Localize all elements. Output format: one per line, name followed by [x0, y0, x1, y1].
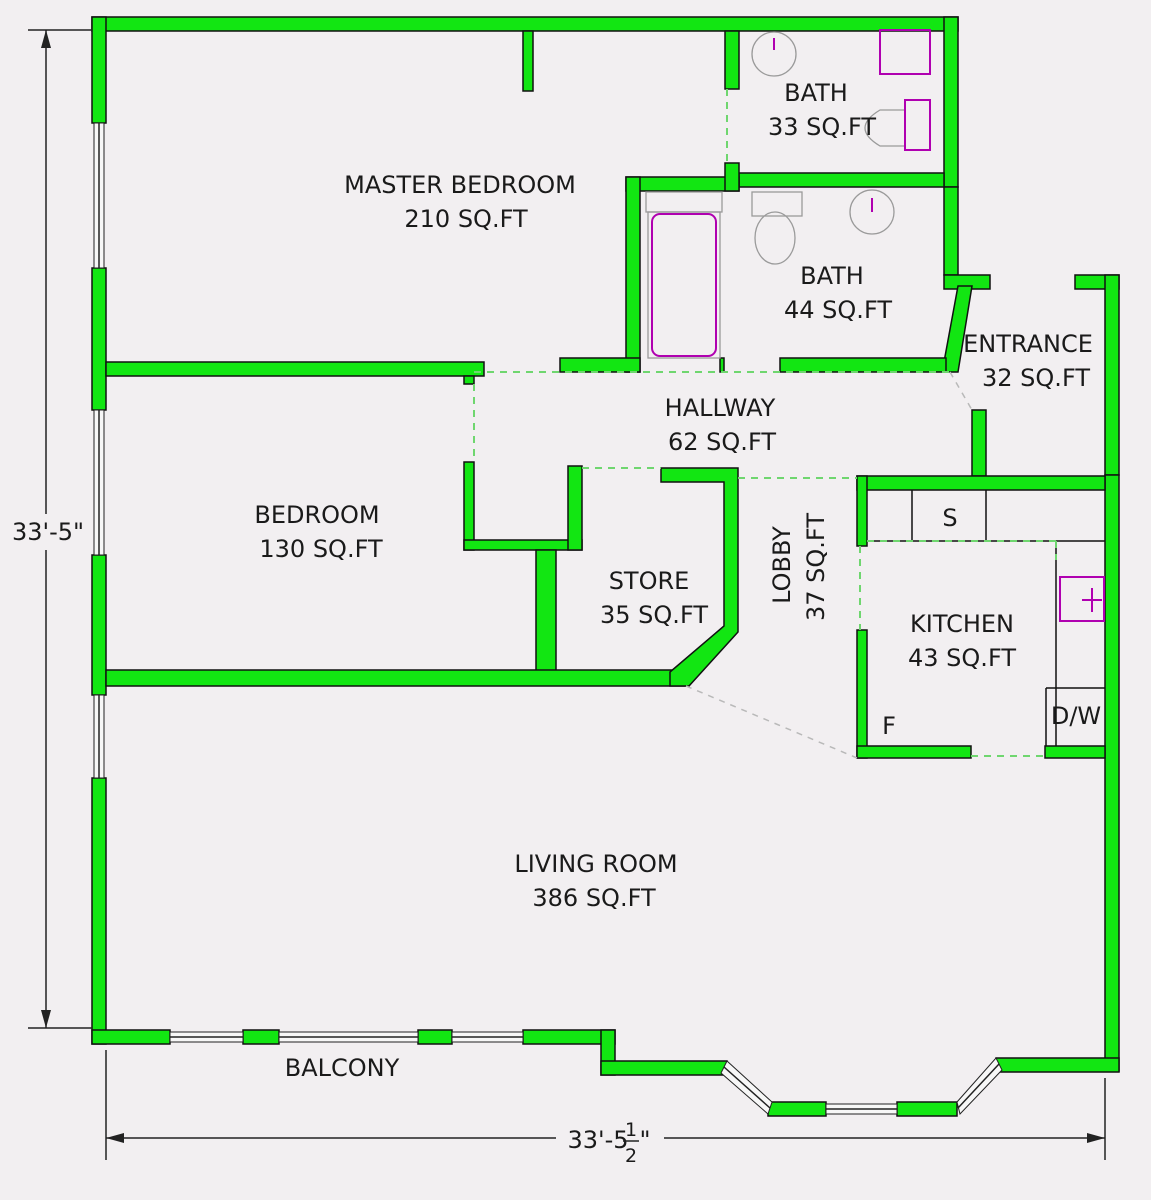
dishwasher-label: D/W: [1051, 702, 1101, 730]
store-name: STORE: [609, 567, 690, 595]
bath-fixtures: [645, 29, 931, 359]
bath-2-area: 44 SQ.FT: [784, 296, 892, 324]
bedroom-name: BEDROOM: [254, 501, 379, 529]
bath-1-name: BATH: [784, 79, 848, 107]
store-area: 35 SQ.FT: [600, 601, 708, 629]
bedroom-area: 130 SQ.FT: [259, 535, 383, 563]
interior-walls: [105, 30, 1106, 759]
windows: [93, 122, 1003, 1116]
living-room-name: LIVING ROOM: [514, 850, 677, 878]
horizontal-dimension-frac-den: 2: [625, 1145, 637, 1167]
room-labels: MASTER BEDROOM 210 SQ.FT BATH 33 SQ.FT B…: [254, 79, 1101, 1082]
exterior-walls: [91, 16, 1120, 1117]
kitchen-area: 43 SQ.FT: [908, 644, 1016, 672]
master-bedroom-area: 210 SQ.FT: [404, 205, 528, 233]
kitchen-name: KITCHEN: [910, 610, 1014, 638]
living-room-area: 386 SQ.FT: [532, 884, 656, 912]
balcony-label: BALCONY: [285, 1054, 400, 1082]
lobby-area: 37 SQ.FT: [802, 513, 830, 621]
vertical-dimension: 33'-5": [12, 518, 84, 546]
hallway-area: 62 SQ.FT: [668, 428, 776, 456]
entrance-name: ENTRANCE: [963, 330, 1093, 358]
lobby-name: LOBBY: [768, 526, 796, 604]
master-bedroom-name: MASTER BEDROOM: [344, 171, 576, 199]
sink-label: S: [942, 504, 957, 532]
bath-1-area: 33 SQ.FT: [768, 113, 876, 141]
hallway-name: HALLWAY: [665, 394, 776, 422]
horizontal-dimension-suffix: ": [639, 1126, 650, 1154]
horizontal-dimension-frac-num: 1: [625, 1119, 637, 1141]
entrance-area: 32 SQ.FT: [982, 364, 1090, 392]
dimensions: 33'-5" 33'-5 1 2 ": [8, 29, 1106, 1168]
horizontal-dimension: 33'-5: [567, 1126, 628, 1154]
bath-2-name: BATH: [800, 262, 864, 290]
door-openings: [473, 89, 1057, 759]
fridge-label: F: [882, 712, 896, 740]
